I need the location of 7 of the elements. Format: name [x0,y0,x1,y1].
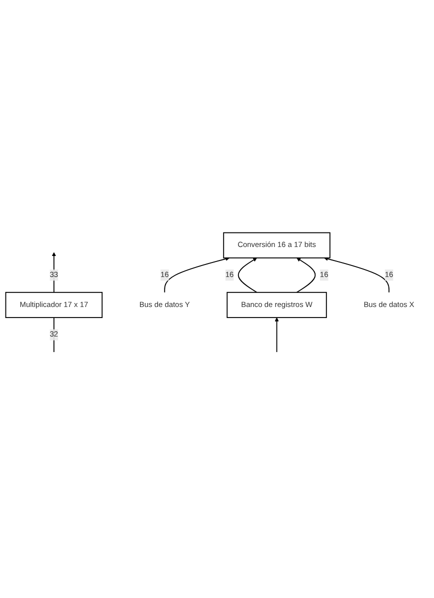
arrow [274,316,279,352]
arrow [296,257,316,292]
arrow [52,252,56,292]
connector [53,316,54,352]
arrow [324,256,390,292]
arrow [238,257,258,292]
arrow [164,256,230,292]
